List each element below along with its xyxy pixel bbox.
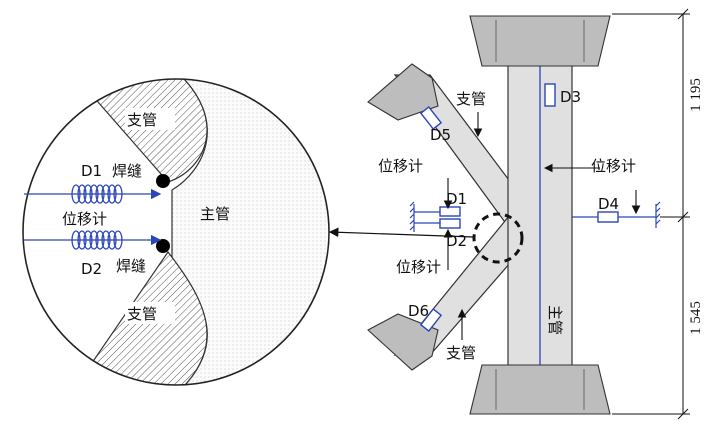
gauge-d5-label: D5 [430,126,451,144]
gauge-d1-label: D1 [446,190,467,208]
gauge-d6 [419,308,443,332]
detail-branch-bottom-label: 支管 [127,305,157,323]
gauge-d1 [439,206,461,217]
gauge-d5 [419,106,443,130]
gauge-d4-label: D4 [598,195,619,213]
detail-view: 支管 支管 主管 D1 焊缝 位移计 D2 焊缝 [22,78,330,386]
branch-lower-end-block [367,313,439,371]
gauge-d3-label: D3 [560,88,581,106]
support-left-icon [409,201,440,232]
detail-d1-label: D1 [81,162,102,180]
dimension-lines [612,8,690,420]
displacement-right-label: 位移计 [591,157,636,175]
coil-d1-icon [71,184,123,204]
detail-main-label: 主管 [200,205,230,223]
detail-weld-top-label: 焊缝 [112,162,142,180]
main-tube-label: 主管 [546,305,564,335]
dimension-lower-label: 1 545 [688,301,704,335]
gauge-d2-label: D2 [446,232,467,250]
gauge-d3 [544,83,556,107]
gauge-d4 [597,211,619,223]
main-top-end-block [469,15,611,67]
displacement-upper-label: 位移计 [378,157,423,175]
support-right-icon [572,201,661,228]
coil-d2-icon [71,230,123,250]
gauge-d2 [439,218,461,229]
branch-upper-label: 支管 [456,90,486,108]
weld-top [156,174,170,188]
joint-region-circle [472,212,524,264]
gauge-d6-label: D6 [408,302,429,320]
branch-upper-end-block [367,63,439,121]
detail-weld-bottom-label: 焊缝 [116,257,146,275]
branch-lower-label: 支管 [446,344,476,362]
detail-branch-top-label: 支管 [127,111,157,129]
specimen-view: 支管 支管 主管 位移计 位移计 位移计 D1 D2 D3 D4 D5 D6 1… [367,8,704,420]
displacement-lower-label: 位移计 [396,258,441,276]
weld-bottom [156,239,170,253]
detail-displacement-label: 位移计 [62,210,107,228]
dimension-upper-label: 1 195 [688,78,704,112]
main-bottom-end-block [469,364,611,415]
detail-d2-label: D2 [81,260,102,278]
